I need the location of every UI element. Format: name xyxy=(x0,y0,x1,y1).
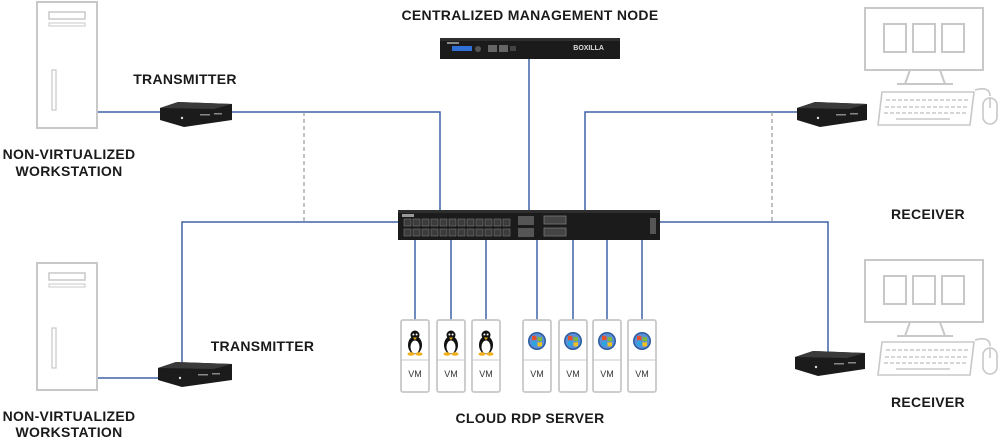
workstation-bottom-label-line2: WORKSTATION xyxy=(15,424,123,440)
switch-port xyxy=(439,228,448,237)
vm-row: VM VM VM VM VM VM VM xyxy=(400,319,657,393)
switch-port xyxy=(484,218,493,227)
link-tx-top-switch xyxy=(232,111,441,212)
switch-port xyxy=(484,228,493,237)
switch-port xyxy=(466,218,475,227)
receiver-bottom-label: RECEIVER xyxy=(891,394,965,410)
receiver-bottom-device xyxy=(795,351,865,376)
management-node-device: BOXILLA xyxy=(440,38,620,59)
vm-server: VM xyxy=(436,319,466,393)
vm-label: VM xyxy=(600,369,614,379)
windows-logo-icon xyxy=(564,332,582,350)
transmitter-bottom-label: TRANSMITTER xyxy=(210,338,315,354)
switch-port xyxy=(502,218,511,227)
workstation-tower-top xyxy=(36,1,98,129)
switch-port xyxy=(403,228,412,237)
receiver-top-label: RECEIVER xyxy=(891,206,965,222)
switch-port xyxy=(421,228,430,237)
receiver-top-device xyxy=(797,102,867,127)
keyboard-bottom xyxy=(877,341,975,376)
workstation-bottom-label-line1: NON-VIRTUALIZED xyxy=(2,408,136,424)
vm-server: VM xyxy=(627,319,657,393)
switch-port xyxy=(403,218,412,227)
vm-label: VM xyxy=(635,369,649,379)
switch-port xyxy=(493,228,502,237)
vm-label: VM xyxy=(566,369,580,379)
network-switch-device xyxy=(398,210,660,240)
switch-port xyxy=(457,228,466,237)
mouse-top xyxy=(974,88,998,125)
workstation-tower-bottom xyxy=(36,262,98,391)
linux-penguin-icon xyxy=(478,330,494,356)
vm-server: VM xyxy=(522,319,552,393)
switch-port xyxy=(475,228,484,237)
vm-server: VM xyxy=(592,319,622,393)
transmitter-bottom-device xyxy=(158,362,232,387)
cloud-rdp-server-label: CLOUD RDP SERVER xyxy=(455,410,605,426)
link-switch-rx-top xyxy=(584,111,797,210)
switch-port xyxy=(430,228,439,237)
link-tx-bottom-switch xyxy=(181,221,398,362)
switch-port xyxy=(493,218,502,227)
switch-port xyxy=(502,228,511,237)
keyboard-top xyxy=(877,91,975,126)
switch-port xyxy=(412,228,421,237)
switch-port xyxy=(412,218,421,227)
switch-port xyxy=(457,218,466,227)
vm-label: VM xyxy=(530,369,544,379)
vm-label: VM xyxy=(479,369,493,379)
switch-ports xyxy=(403,218,511,237)
switch-port xyxy=(439,218,448,227)
workstation-top-label-line2: WORKSTATION xyxy=(15,163,123,179)
switch-port xyxy=(448,218,457,227)
vm-label: VM xyxy=(408,369,422,379)
transmitter-top-device xyxy=(160,102,232,127)
windows-logo-icon xyxy=(633,332,651,350)
link-switch-rx-bottom xyxy=(660,221,829,352)
vm-server: VM xyxy=(400,319,430,393)
switch-port xyxy=(430,218,439,227)
vm-server: VM xyxy=(471,319,501,393)
vm-server: VM xyxy=(558,319,588,393)
switch-port xyxy=(448,228,457,237)
mouse-bottom xyxy=(974,338,998,375)
vm-label: VM xyxy=(444,369,458,379)
linux-penguin-icon xyxy=(443,330,459,356)
management-node-brand: BOXILLA xyxy=(573,45,604,52)
switch-port xyxy=(421,218,430,227)
connection-lines xyxy=(97,59,829,379)
switch-port xyxy=(466,228,475,237)
transmitter-top-label: TRANSMITTER xyxy=(133,71,237,87)
windows-logo-icon xyxy=(598,332,616,350)
linux-penguin-icon xyxy=(407,330,423,356)
monitor-top xyxy=(864,7,984,85)
monitor-bottom xyxy=(864,259,984,337)
management-node-label: CENTRALIZED MANAGEMENT NODE xyxy=(401,7,659,23)
workstation-top-label-line1: NON-VIRTUALIZED xyxy=(2,146,136,162)
dashed-lines xyxy=(303,112,773,222)
windows-logo-icon xyxy=(528,332,546,350)
switch-port xyxy=(475,218,484,227)
